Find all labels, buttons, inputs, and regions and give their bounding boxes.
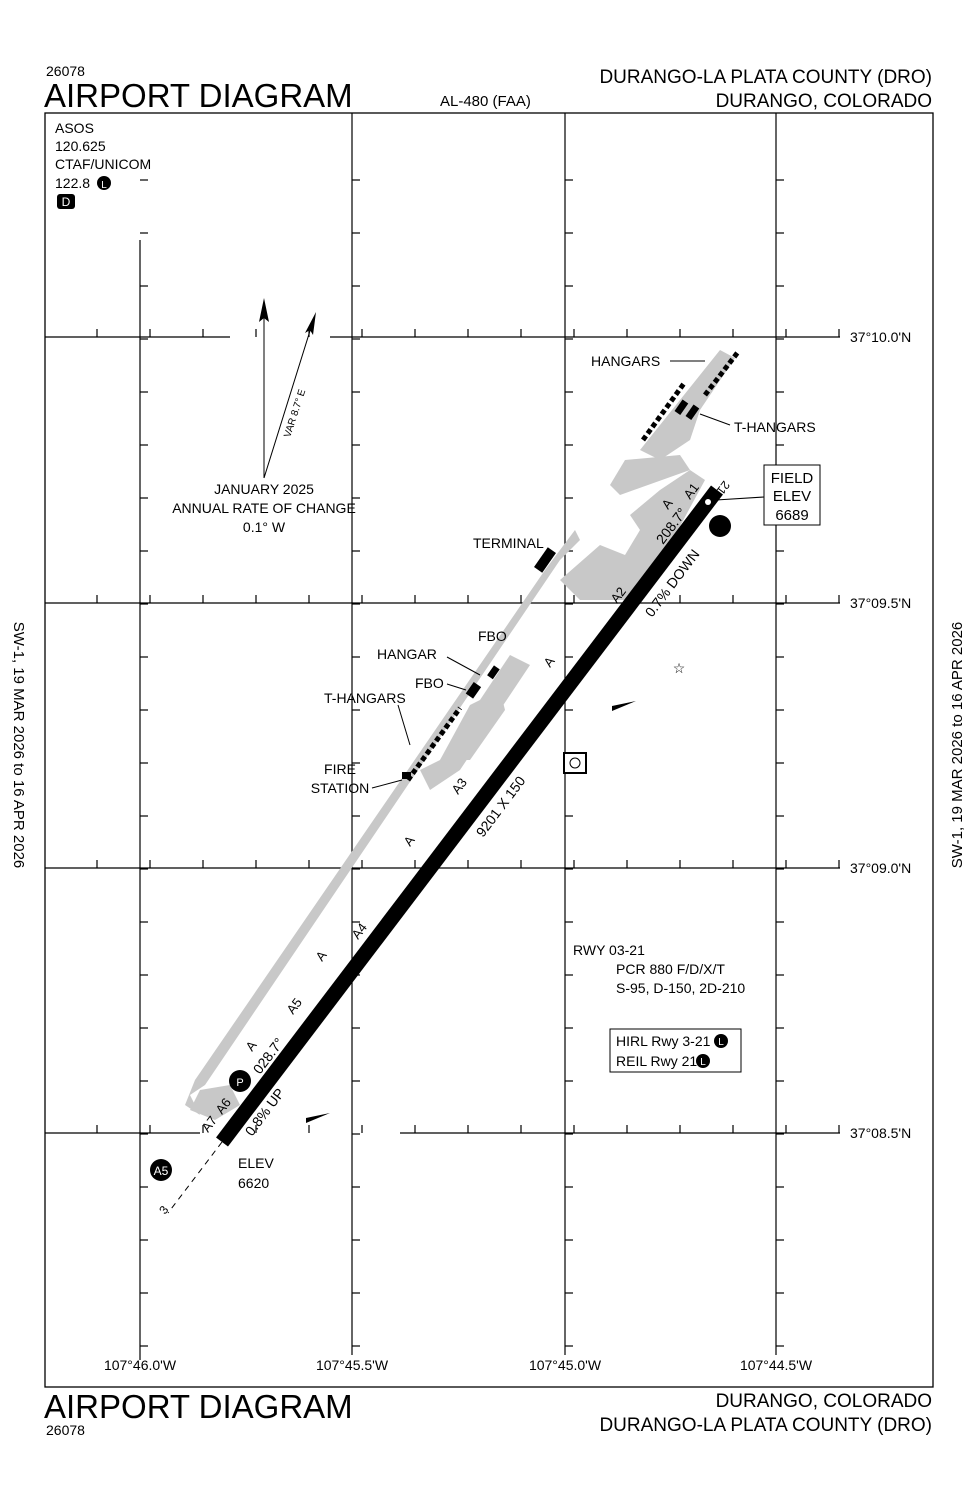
reil-label: REIL Rwy 21	[616, 1053, 697, 1069]
asos-label: ASOS	[55, 120, 94, 136]
wind-cone-icon	[306, 1113, 330, 1123]
lighting-badge: L	[718, 1037, 724, 1048]
page-title: AIRPORT DIAGRAM	[44, 77, 353, 114]
field-elev-value: 6689	[775, 507, 808, 524]
lon-label: 107°45.0'W	[529, 1357, 602, 1373]
lat-label: 37°09.5'N	[850, 595, 911, 611]
taxiway-label: A	[242, 1038, 259, 1054]
rate-value: 0.1° W	[243, 519, 286, 535]
label-station: STATION	[311, 780, 370, 796]
label-terminal: TERMINAL	[473, 535, 544, 551]
lat-label: 37°09.0'N	[850, 860, 911, 876]
effective-dates-right: SW-1, 19 MAR 2026 to 16 APR 2026	[949, 622, 966, 869]
rwy-info-title: RWY 03-21	[573, 942, 645, 958]
airport-name: DURANGO-LA PLATA COUNTY (DRO)	[599, 67, 932, 88]
parking-badge: P	[236, 1077, 243, 1089]
vor-icon	[563, 752, 587, 774]
rate-label: ANNUAL RATE OF CHANGE	[172, 500, 356, 516]
variation-date: JANUARY 2025	[214, 481, 314, 497]
elev-label: ELEV	[238, 1155, 274, 1171]
approach-lights	[167, 1141, 223, 1214]
procedure-id: AL-480 (FAA)	[440, 93, 531, 110]
label-hangars: HANGARS	[591, 353, 660, 369]
field-elev-box	[763, 464, 821, 526]
runway-03-21	[167, 485, 723, 1214]
windsock-badge-icon	[709, 515, 731, 537]
taxiway-label: A	[540, 654, 557, 670]
d-icon	[57, 194, 75, 209]
terminal-building	[534, 547, 556, 573]
t-hangar	[674, 399, 689, 416]
footer-city-state: DURANGO, COLORADO	[716, 1391, 932, 1412]
chart-number: 26078	[46, 63, 85, 79]
label-fire: FIRE	[324, 761, 356, 777]
label-fbo: FBO	[478, 628, 507, 644]
lat-label: 37°10.0'N	[850, 329, 911, 345]
label-t-hangars-north: T-HANGARS	[734, 419, 816, 435]
field-elev-line1: FIELD	[771, 470, 814, 487]
lighting-icon	[97, 176, 111, 190]
label-fbo: FBO	[415, 675, 444, 691]
lon-label: 107°46.0'W	[104, 1357, 177, 1373]
t-hangars-south	[405, 706, 463, 782]
t-hangar	[685, 404, 700, 421]
hirl-label: HIRL Rwy 3-21	[616, 1033, 711, 1049]
wind-cone-icon	[612, 701, 636, 711]
label-hangar: HANGAR	[377, 646, 437, 662]
rwy-info-weights: S-95, D-150, 2D-210	[616, 980, 745, 996]
footer-title: AIRPORT DIAGRAM	[44, 1388, 353, 1425]
effective-dates-left: SW-1, 19 MAR 2026 to 16 APR 2026	[10, 622, 27, 869]
label-t-hangars-south: T-HANGARS	[324, 690, 406, 706]
hotspot-icon	[150, 1159, 172, 1181]
magnetic-north-arrow-icon	[305, 312, 316, 335]
ctaf-label: CTAF/UNICOM	[55, 156, 151, 172]
taxiway-label: A	[312, 948, 329, 964]
fire-station-building	[402, 772, 411, 779]
field-elev-line2: ELEV	[773, 488, 811, 505]
lon-label: 107°45.5'W	[316, 1357, 389, 1373]
lat-lon-grid	[45, 113, 840, 1360]
lat-label: 37°08.5'N	[850, 1125, 911, 1141]
lighting-icon	[696, 1054, 710, 1068]
chart-frame	[44, 112, 934, 1388]
runway-end-3: 3	[156, 1203, 171, 1217]
magnetic-variation: VAR 8.7° E JANUARY 2025 ANNUAL RATE OF C…	[172, 298, 356, 535]
taxiway-label: A	[400, 833, 417, 849]
taxiway-label: A5	[283, 995, 305, 1017]
lighting-badge: L	[700, 1057, 706, 1068]
hotspot-label: A5	[154, 1164, 169, 1178]
footer-airport-name: DURANGO-LA PLATA COUNTY (DRO)	[599, 1415, 932, 1436]
taxiway-label: A3	[448, 775, 470, 797]
hangars-north	[640, 380, 688, 442]
elev-value: 6620	[238, 1175, 269, 1191]
city-state: DURANGO, COLORADO	[716, 91, 932, 112]
true-north-arrow-icon	[259, 298, 269, 322]
hangars-north-east	[703, 350, 740, 397]
taxiways-aprons	[185, 350, 735, 1120]
buildings	[402, 350, 740, 782]
beacon-star-icon: ☆	[673, 660, 686, 676]
lighting-icon	[714, 1034, 728, 1048]
comms-block: ASOS 120.625 CTAF/UNICOM 122.8 L D	[55, 120, 151, 209]
lighting-badge: L	[101, 180, 107, 191]
footer-chart-number: 26078	[46, 1422, 85, 1438]
rwy-info-pcr: PCR 880 F/D/X/T	[616, 961, 725, 977]
lon-label: 107°44.5'W	[740, 1357, 813, 1373]
parking-icon	[229, 1070, 251, 1092]
field-elev-point	[705, 499, 711, 505]
d-badge: D	[62, 195, 71, 209]
variation-label: VAR 8.7° E	[282, 388, 308, 439]
ctaf-frequency: 122.8	[55, 175, 90, 191]
fbo-building	[487, 665, 500, 680]
asos-frequency: 120.625	[55, 138, 106, 154]
fbo-building	[465, 681, 482, 699]
